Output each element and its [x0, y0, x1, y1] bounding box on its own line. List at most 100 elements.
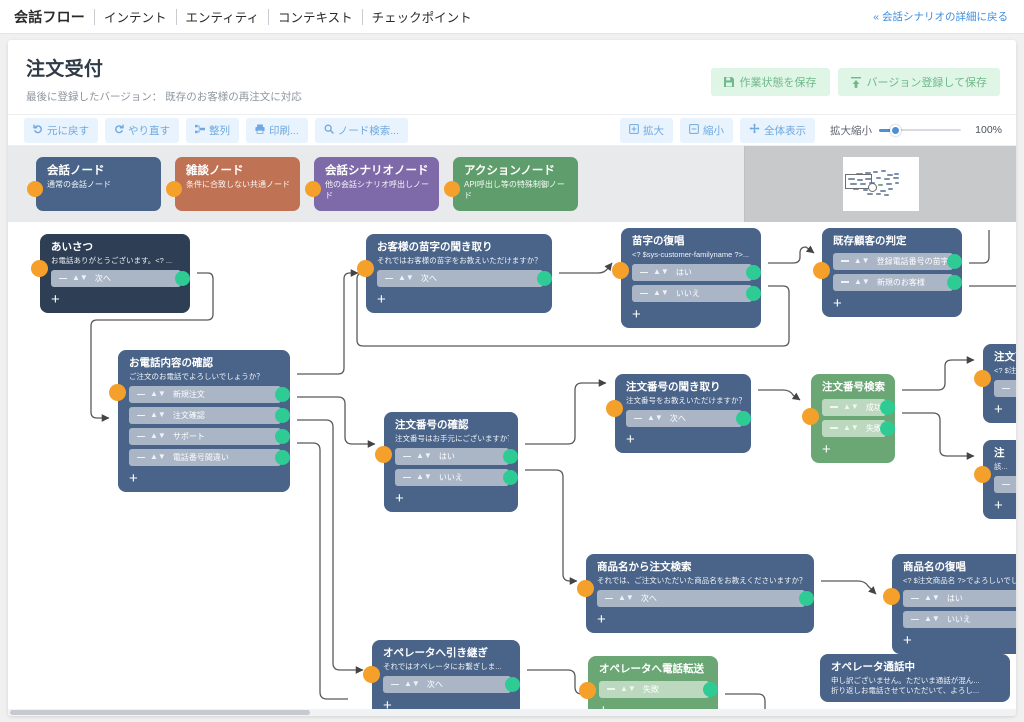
node-output-port[interactable]: [880, 399, 895, 415]
reorder-spinner-icon[interactable]: ▲▼: [653, 288, 669, 298]
node-output-port[interactable]: [275, 386, 290, 402]
node-slot[interactable]: ▲▼いいえ: [903, 610, 1016, 628]
flow-node-operator-call-forward[interactable]: オペレータへ電話転送▲▼失敗+: [579, 656, 718, 716]
add-slot-button[interactable]: +: [632, 305, 641, 323]
zoom-slider[interactable]: [879, 123, 961, 137]
node-input-port[interactable]: [606, 400, 623, 417]
node-input-port[interactable]: [357, 260, 374, 277]
node-slot[interactable]: ▲▼はい: [395, 447, 518, 465]
remove-slot-icon[interactable]: [137, 435, 145, 438]
flow-node-greeting[interactable]: あいさつお電話ありがとうございます。<? ...▲▼次へ+: [31, 234, 190, 313]
reorder-spinner-icon[interactable]: ▲▼: [416, 472, 432, 482]
back-to-scenario-link[interactable]: « 会話シナリオの詳細に戻る: [873, 11, 1008, 23]
remove-slot-icon[interactable]: [640, 271, 648, 274]
add-slot-button[interactable]: +: [833, 294, 842, 312]
node-slot[interactable]: ▲▼: [994, 475, 1016, 493]
node-slot[interactable]: ▲▼いいえ: [632, 284, 761, 302]
reorder-spinner-icon[interactable]: ▲▼: [853, 256, 870, 266]
add-slot-button[interactable]: +: [395, 489, 404, 507]
horizontal-scrollbar[interactable]: [8, 709, 1016, 716]
node-output-port[interactable]: [275, 449, 290, 465]
node-slot[interactable]: ▲▼次へ: [51, 269, 190, 287]
undo-button[interactable]: 元に戻す: [24, 117, 98, 143]
node-input-port[interactable]: [813, 262, 830, 279]
save-version-button[interactable]: バージョン登録して保存: [837, 68, 1000, 96]
add-slot-button[interactable]: +: [903, 631, 912, 649]
node-input-port[interactable]: [109, 384, 126, 401]
reorder-spinner-icon[interactable]: ▲▼: [404, 679, 420, 689]
reorder-spinner-icon[interactable]: ▲▼: [398, 273, 414, 283]
legend-node-0[interactable]: 会話ノード通常の会話ノード: [27, 157, 161, 211]
reorder-spinner-icon[interactable]: ▲▼: [618, 593, 634, 603]
node-output-port[interactable]: [505, 676, 520, 692]
remove-slot-icon[interactable]: [911, 597, 919, 600]
remove-slot-icon[interactable]: [911, 618, 919, 621]
add-slot-button[interactable]: +: [994, 496, 1003, 514]
reorder-spinner-icon[interactable]: ▲▼: [1015, 384, 1016, 392]
reorder-spinner-icon[interactable]: ▲▼: [647, 413, 663, 423]
remove-slot-icon[interactable]: [385, 277, 393, 280]
node-output-port[interactable]: [746, 264, 761, 280]
node-slot[interactable]: ▲▼次へ: [626, 409, 751, 427]
remove-slot-icon[interactable]: [830, 406, 838, 408]
node-input-port[interactable]: [883, 588, 900, 605]
node-output-port[interactable]: [947, 274, 962, 290]
legend-node-2[interactable]: 会話シナリオノード他の会話シナリオ呼出しノード: [305, 157, 439, 211]
node-input-port[interactable]: [974, 370, 991, 387]
node-slot[interactable]: ▲▼はい: [632, 263, 761, 281]
add-slot-button[interactable]: +: [597, 610, 606, 628]
node-input-port[interactable]: [974, 466, 991, 483]
remove-slot-icon[interactable]: [640, 292, 648, 295]
remove-slot-icon[interactable]: [59, 277, 67, 280]
node-slot[interactable]: ▲▼次へ: [377, 269, 552, 287]
remove-slot-icon[interactable]: [403, 455, 411, 458]
minimap-container[interactable]: [744, 146, 1016, 222]
remove-slot-icon[interactable]: [830, 427, 838, 429]
remove-slot-icon[interactable]: [607, 688, 615, 690]
node-slot[interactable]: ▲▼電話番号間違い: [129, 448, 290, 466]
node-input-port[interactable]: [31, 260, 48, 277]
node-slot[interactable]: ▲▼はい: [903, 589, 1016, 607]
flow-node-ask-order-number[interactable]: 注文番号の聞き取り注文番号をお教えいただけますか？▲▼次へ+: [606, 374, 751, 453]
flow-node-existing-customer-check[interactable]: 既存顧客の判定▲▼登録電話番号の苗字...▲▼新規のお客様+: [813, 228, 962, 317]
redo-button[interactable]: やり直す: [105, 117, 179, 143]
reorder-spinner-icon[interactable]: ▲▼: [924, 593, 940, 603]
add-slot-button[interactable]: +: [383, 696, 392, 714]
reorder-spinner-icon[interactable]: ▲▼: [620, 684, 636, 694]
remove-slot-icon[interactable]: [137, 456, 145, 459]
node-slot[interactable]: ▲▼新規のお客様: [833, 273, 962, 291]
node-slot[interactable]: ▲▼いいえ: [395, 468, 518, 486]
add-slot-button[interactable]: +: [994, 400, 1003, 418]
add-slot-button[interactable]: +: [822, 440, 831, 458]
flow-canvas[interactable]: あいさつお電話ありがとうございます。<? ...▲▼次へ+お客様の苗字の聞き取り…: [8, 222, 1016, 716]
flow-node-confirm-call-purpose[interactable]: お電話内容の確認ご注文のお電話でよろしいでしょうか？▲▼新規注文▲▼注文確認▲▼…: [109, 350, 290, 492]
flow-node-order-detail-cut[interactable]: 注該...▲▼+: [974, 440, 1016, 519]
flow-node-transfer-to-operator[interactable]: オペレータへ引き継ぎそれではオペレータにお繋ぎしま...▲▼次へ+: [363, 640, 520, 716]
reorder-spinner-icon[interactable]: ▲▼: [150, 431, 166, 441]
scrollbar-thumb[interactable]: [10, 710, 310, 715]
reorder-spinner-icon[interactable]: ▲▼: [150, 389, 166, 399]
node-output-port[interactable]: [275, 407, 290, 423]
save-draft-button[interactable]: 作業状態を保存: [710, 68, 830, 96]
zoom-slider-knob[interactable]: [890, 124, 901, 136]
remove-slot-icon[interactable]: [634, 417, 642, 420]
node-output-port[interactable]: [799, 590, 814, 606]
nav-item-intent[interactable]: インテント: [104, 11, 167, 25]
node-output-port[interactable]: [746, 285, 761, 301]
add-slot-button[interactable]: +: [129, 469, 138, 487]
flow-node-repeat-family-name[interactable]: 苗字の復唱<? $sys-customer-familyname ?>...▲▼…: [612, 228, 761, 328]
reorder-spinner-icon[interactable]: ▲▼: [653, 267, 669, 277]
flow-node-repeat-product-name[interactable]: 商品名の復唱<? $注文商品名 ?>でよろしいでし...▲▼はい▲▼いいえ+: [883, 554, 1016, 654]
node-output-port[interactable]: [275, 428, 290, 444]
node-slot[interactable]: ▲▼次へ: [383, 675, 520, 693]
node-input-port[interactable]: [375, 446, 392, 463]
node-input-port[interactable]: [802, 408, 819, 425]
reorder-spinner-icon[interactable]: ▲▼: [416, 451, 432, 461]
reorder-spinner-icon[interactable]: ▲▼: [843, 402, 859, 412]
align-button[interactable]: 整列: [186, 117, 239, 143]
zoom-in-button[interactable]: 拡大: [620, 117, 673, 143]
reorder-spinner-icon[interactable]: ▲▼: [924, 614, 940, 624]
node-slot[interactable]: ▲▼次へ: [597, 589, 814, 607]
minimap[interactable]: [842, 157, 919, 211]
